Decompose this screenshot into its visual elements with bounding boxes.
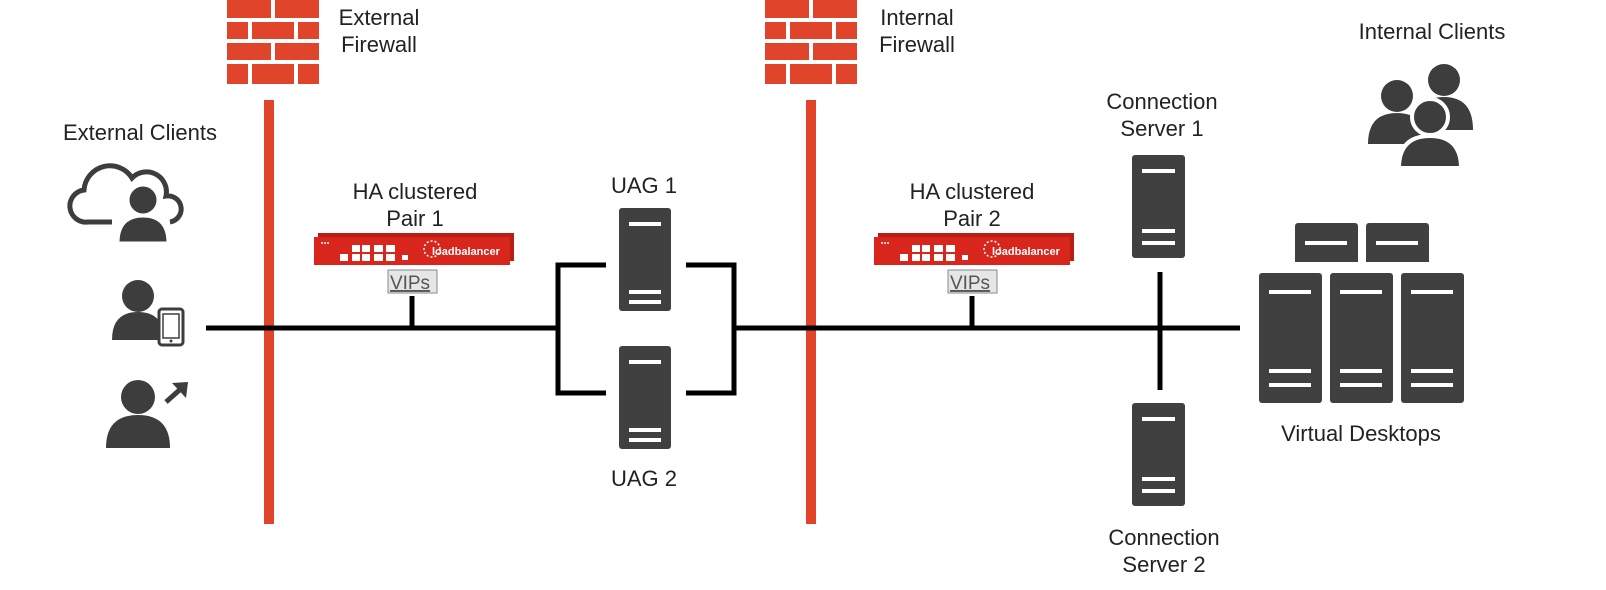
connection-server-1-label-line2: Server 1	[1120, 116, 1203, 141]
uag-2-label: UAG 2	[611, 466, 677, 491]
user-group-icon	[1368, 64, 1473, 170]
external-clients-label: External Clients	[63, 120, 217, 145]
vips-label-2: VIPs	[950, 273, 990, 294]
ha-pair-2-label-line2: Pair 2	[943, 206, 1000, 231]
virtual-desktops-server-icon	[1259, 223, 1464, 403]
remote-user-icon	[106, 380, 188, 448]
appliance-brand-2: loadbalancer	[992, 246, 1061, 258]
uag-1-server-icon	[619, 208, 671, 311]
internal-firewall-label-line1: Internal	[880, 5, 953, 30]
ha-pair-2-label-line1: HA clustered	[910, 179, 1035, 204]
network-links	[206, 262, 1240, 396]
vips-box-1	[387, 269, 438, 294]
ha-pair-1-label-line1: HA clustered	[353, 179, 478, 204]
virtual-desktops-label: Virtual Desktops	[1281, 421, 1441, 446]
connection-server-1-label-line1: Connection	[1106, 89, 1217, 114]
uag-1-label: UAG 1	[611, 173, 677, 198]
load-balancer-appliance-icon-2: loadbalancer	[874, 233, 1074, 265]
mobile-user-icon	[112, 280, 185, 347]
connection-server-1-icon	[1132, 155, 1185, 258]
ha-pair-1-label-line2: Pair 1	[386, 206, 443, 231]
internal-firewall-brick-icon	[765, 0, 857, 84]
connection-server-2-label-line1: Connection	[1108, 525, 1219, 550]
connection-server-2-label-line2: Server 2	[1122, 552, 1205, 577]
external-firewall-label-line2: Firewall	[341, 32, 417, 57]
connection-server-2-icon	[1132, 403, 1185, 506]
internal-clients-label: Internal Clients	[1359, 19, 1506, 44]
external-firewall-label-line1: External	[339, 5, 420, 30]
internal-firewall-line	[806, 100, 816, 524]
external-firewall-brick-icon	[227, 0, 319, 84]
cloud-user-icon	[67, 163, 184, 245]
appliance-brand-1: loadbalancer	[432, 246, 501, 258]
vips-box-2	[947, 269, 998, 294]
uag-2-server-icon	[619, 346, 671, 449]
internal-firewall-label-line2: Firewall	[879, 32, 955, 57]
external-firewall-line	[264, 100, 274, 524]
vips-label-1: VIPs	[390, 273, 430, 294]
load-balancer-appliance-icon-1: loadbalancer	[314, 233, 514, 265]
